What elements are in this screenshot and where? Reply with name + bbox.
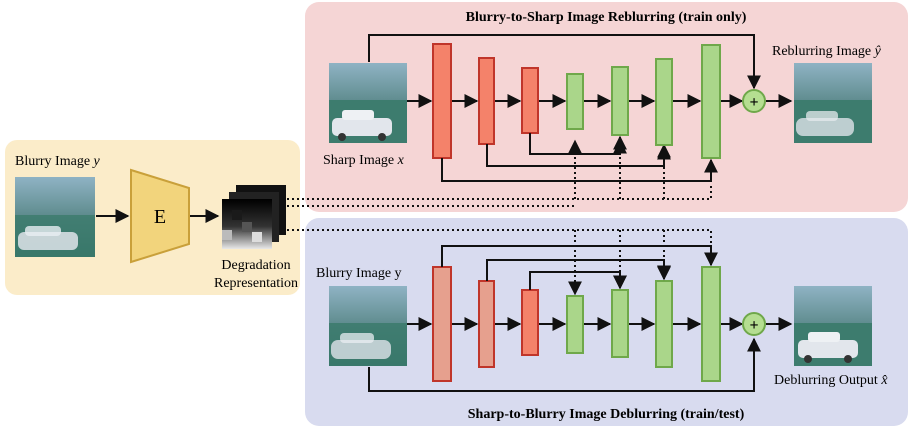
- bottom-enc-block-3: [521, 289, 539, 356]
- top-dec-block-3: [655, 58, 673, 146]
- degradation-label-line1: Degradation: [221, 258, 290, 273]
- bottom-dec-block-4: [701, 266, 721, 382]
- blurry-image-left: [15, 177, 95, 257]
- deblurring-output-image: [794, 286, 872, 366]
- top-enc-block-1: [432, 43, 452, 159]
- top-output-label: Reblurring Image ŷ: [772, 44, 882, 59]
- top-input-label: Sharp Image x: [323, 153, 405, 168]
- top-dec-block-2: [611, 66, 629, 136]
- top-dec-block-1: [566, 73, 584, 130]
- encoder-symbol: E: [154, 206, 166, 228]
- bottom-enc-block-2: [478, 280, 495, 368]
- degradation-representation-icon: [222, 185, 286, 249]
- svg-text:+: +: [749, 94, 758, 111]
- top-enc-block-2: [478, 57, 495, 145]
- bottom-input-label: Blurry Image y: [316, 266, 402, 281]
- svg-text:+: +: [749, 317, 758, 334]
- bottom-enc-block-1: [432, 266, 452, 382]
- top-add-node: +: [742, 89, 766, 113]
- bottom-dec-block-2: [611, 289, 629, 358]
- top-enc-block-3: [521, 67, 539, 134]
- bottom-panel-title: Sharp-to-Blurry Image Deblurring (train/…: [468, 407, 745, 422]
- blurry-image-input: [329, 286, 407, 366]
- bottom-add-node: +: [742, 312, 766, 336]
- sharp-image-input: [329, 63, 407, 143]
- reblurring-image-output: [794, 63, 872, 143]
- encoder-input-label: Blurry Image y: [15, 154, 101, 169]
- bottom-output-label: Deblurring Output x̂: [774, 373, 888, 388]
- top-panel-title: Blurry-to-Sharp Image Reblurring (train …: [466, 10, 747, 25]
- encoder-block: [130, 168, 190, 264]
- bottom-dec-block-1: [566, 295, 584, 354]
- bottom-dec-block-3: [655, 280, 673, 368]
- degradation-label-line2: Representation: [214, 276, 298, 291]
- top-dec-block-4: [701, 44, 721, 159]
